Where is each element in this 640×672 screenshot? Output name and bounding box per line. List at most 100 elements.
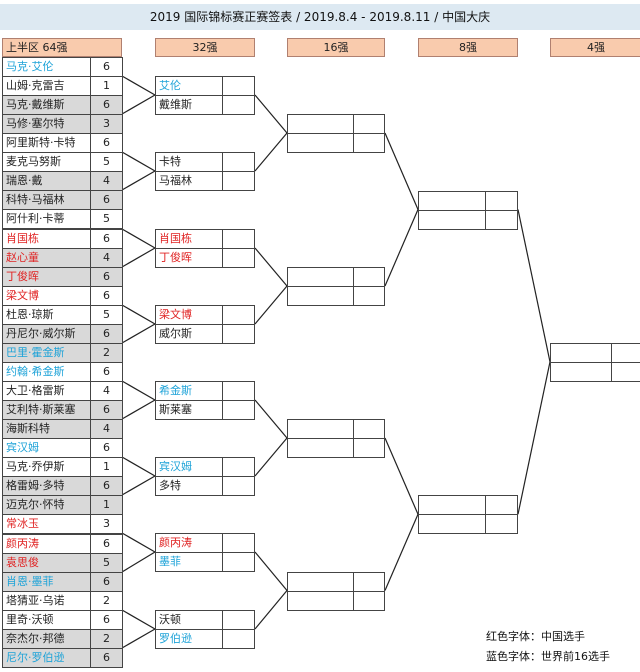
round32-player: 多特 <box>155 476 223 496</box>
player-name: 肖恩·墨菲 <box>2 572 91 592</box>
round16-match-slot-2-name <box>287 133 354 153</box>
player-name: 袁思俊 <box>2 553 91 573</box>
player-score: 2 <box>90 591 123 611</box>
round64-connector <box>121 628 156 649</box>
player-name: 塔猜亚·乌诺 <box>2 591 91 611</box>
player-score: 6 <box>90 648 123 668</box>
legend-blue: 蓝色字体：世界前16选手 <box>486 650 610 663</box>
player-name: 常冰玉 <box>2 514 91 534</box>
player-score: 6 <box>90 438 123 458</box>
player-name: 颜丙涛 <box>2 534 91 554</box>
round64-connector <box>121 75 156 96</box>
header-round32: 32强 <box>155 38 255 57</box>
player-score: 6 <box>90 95 123 115</box>
player-name: 山姆·克雷吉 <box>2 76 91 96</box>
header-round16: 16强 <box>287 38 385 57</box>
player-name: 大卫·格雷斯 <box>2 381 91 401</box>
round8-match-slot-2-name <box>418 209 486 230</box>
round8-match-slot-2-score <box>485 209 518 230</box>
round16-match-slot-1-score <box>353 267 385 287</box>
round32-score <box>222 381 255 401</box>
round64-connector <box>121 475 156 496</box>
player-score: 1 <box>90 457 123 477</box>
round32-connector <box>254 94 288 134</box>
round32-player: 马福林 <box>155 171 223 191</box>
round32-connector <box>254 437 288 477</box>
player-score: 5 <box>90 152 123 172</box>
header-round4: 4强 <box>550 38 640 57</box>
round32-player: 艾伦 <box>155 76 223 96</box>
round16-match-slot-1-name <box>287 419 354 439</box>
round32-score <box>222 552 255 572</box>
round32-score <box>222 629 255 649</box>
player-name: 马修·塞尔特 <box>2 114 91 134</box>
player-name: 肖国栋 <box>2 229 91 249</box>
round32-score <box>222 248 255 268</box>
round32-score <box>222 305 255 325</box>
player-name: 梁文博 <box>2 286 91 306</box>
round16-connector <box>384 514 419 591</box>
header-round8: 8强 <box>418 38 518 57</box>
round16-match-slot-2-name <box>287 590 354 611</box>
player-score: 3 <box>90 514 123 534</box>
round16-match-slot-2-name <box>287 438 354 458</box>
player-name: 宾汉姆 <box>2 438 91 458</box>
round8-connector <box>517 361 551 515</box>
player-name: 科特·马福林 <box>2 190 91 210</box>
round32-player: 梁文博 <box>155 305 223 325</box>
round64-connector <box>121 228 156 249</box>
round64-connector <box>121 94 156 115</box>
round64-connector <box>121 380 156 401</box>
round8-match-slot-2-score <box>485 514 518 535</box>
player-score: 4 <box>90 248 123 268</box>
player-score: 6 <box>90 534 123 554</box>
player-name: 瑞恩·戴 <box>2 171 91 191</box>
round16-match-slot-1-name <box>287 114 354 134</box>
round32-score <box>222 457 255 477</box>
player-score: 2 <box>90 343 123 363</box>
player-name: 约翰·希金斯 <box>2 362 91 382</box>
player-name: 海斯科特 <box>2 419 91 439</box>
round32-player: 斯莱塞 <box>155 400 223 420</box>
player-score: 3 <box>90 114 123 134</box>
round32-connector <box>254 132 288 172</box>
round16-connector <box>384 437 419 515</box>
round64-connector <box>121 247 156 268</box>
round32-connector <box>254 590 288 630</box>
player-name: 里奇·沃顿 <box>2 610 91 630</box>
player-name: 马克·戴维斯 <box>2 95 91 115</box>
player-name: 杜恩·琼斯 <box>2 305 91 325</box>
player-score: 4 <box>90 171 123 191</box>
round16-match-slot-1-name <box>287 267 354 287</box>
round4-match-slot-2-score <box>611 361 640 382</box>
round16-connector <box>384 209 419 287</box>
round32-score <box>222 229 255 249</box>
round16-match-slot-1-score <box>353 114 385 134</box>
round16-match-slot-2-score <box>353 590 385 611</box>
round32-connector <box>254 247 288 287</box>
round4-match-slot-1-name <box>550 342 612 363</box>
round8-match-slot-2-name <box>418 514 486 535</box>
round64-connector <box>121 532 156 553</box>
player-score: 1 <box>90 76 123 96</box>
round64-connector <box>121 456 156 477</box>
round32-player: 希金斯 <box>155 381 223 401</box>
player-name: 麦克马努斯 <box>2 152 91 172</box>
player-name: 阿里斯特·卡特 <box>2 133 91 153</box>
round32-connector <box>254 551 288 591</box>
player-score: 6 <box>90 400 123 420</box>
round16-match-slot-2-score <box>353 133 385 153</box>
round4-match-slot-2-name <box>550 361 612 382</box>
round32-player: 威尔斯 <box>155 324 223 344</box>
round32-score <box>222 171 255 191</box>
round32-score <box>222 476 255 496</box>
round16-match-slot-2-name <box>287 286 354 306</box>
round16-match-slot-2-score <box>353 438 385 458</box>
player-name: 格雷姆·多特 <box>2 476 91 496</box>
round32-player: 宾汉姆 <box>155 457 223 477</box>
player-name: 赵心童 <box>2 248 91 268</box>
player-name: 马克·乔伊斯 <box>2 457 91 477</box>
round4-match-slot-1-score <box>611 342 640 363</box>
round32-score <box>222 324 255 344</box>
